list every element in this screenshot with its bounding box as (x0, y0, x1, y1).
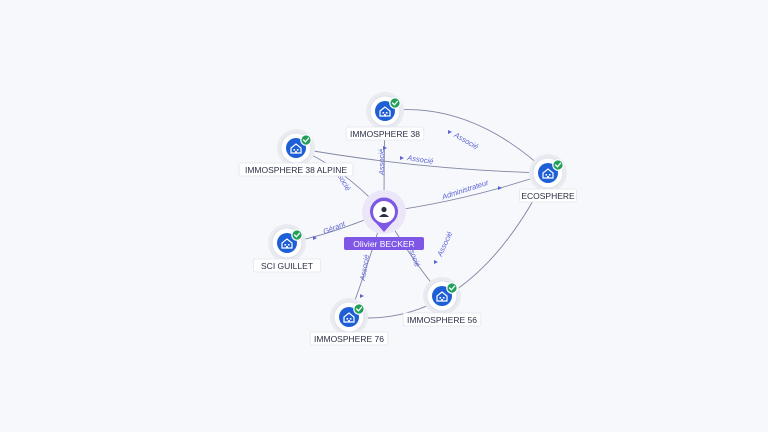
edge-immosphere38-ecosphere: Associé (384, 109, 549, 174)
node-label: IMMOSPHERE 38 ALPINE (245, 165, 347, 175)
node-label: IMMOSPHERE 56 (407, 315, 477, 325)
company-node-ecosphere[interactable]: ECOSPHERE (519, 154, 577, 203)
edge-line (295, 147, 549, 174)
center-label-bg (344, 237, 424, 250)
company-node-immosphere38[interactable]: IMMOSPHERE 38 (345, 92, 425, 141)
edge-line (384, 109, 549, 174)
edge-arrow-icon (448, 130, 452, 134)
node-label: SCI GUILLET (261, 261, 313, 271)
edge-label: Administrateur (440, 178, 490, 202)
building-icon (343, 312, 355, 323)
company-node-immosphere76[interactable]: IMMOSPHERE 76 (309, 298, 389, 346)
node-label-bg (309, 331, 389, 346)
verified-check-icon (353, 303, 365, 315)
edge-arrow-icon (360, 294, 364, 298)
company-node-immosphere38alpine[interactable]: IMMOSPHERE 38 ALPINE (238, 129, 354, 177)
edge-label: Associé (452, 130, 480, 151)
edge-arrow-icon (383, 146, 387, 150)
verified-check-icon (552, 159, 564, 171)
edge-immosphere38alpine-ecosphere: Associé (295, 147, 549, 174)
building-icon (379, 106, 391, 117)
node-label-bg (252, 258, 321, 273)
node-label-bg (402, 312, 482, 327)
edge-label: Associé (358, 254, 372, 282)
node-label: IMMOSPHERE 38 (350, 129, 420, 139)
edge-label: Associé (377, 149, 386, 176)
building-icon (281, 238, 293, 249)
building-icon (542, 168, 554, 179)
node-label-bg (519, 188, 577, 203)
edge-arrow-icon (434, 260, 438, 264)
verified-check-icon (291, 229, 303, 241)
nodes-layer: IMMOSPHERE 38 IMMOSPHERE 38 ALPINE ECOSPHE… (238, 92, 577, 346)
building-icon (290, 143, 302, 154)
company-node-immosphere56[interactable]: IMMOSPHERE 56 (402, 277, 482, 327)
verified-check-icon (389, 97, 401, 109)
edge-label: Associé (406, 153, 434, 166)
node-label-bg (345, 126, 425, 141)
edge-arrow-icon (498, 186, 502, 190)
verified-check-icon (446, 282, 458, 294)
center-person-name: Olivier BECKER (353, 239, 414, 249)
edge-label: Associé (435, 230, 455, 259)
edge-label: Gérant (322, 219, 347, 236)
building-icon (436, 291, 448, 302)
verified-check-icon (300, 134, 312, 146)
person-icon (379, 206, 389, 217)
company-node-sciguillet[interactable]: SCI GUILLET (252, 224, 321, 273)
edge-line (348, 172, 549, 319)
node-label: ECOSPHERE (521, 191, 575, 201)
node-label-bg (238, 162, 354, 177)
edge-arrow-icon (313, 236, 317, 240)
center-person-node[interactable]: Olivier BECKER (344, 190, 424, 250)
edge-arrow-icon (400, 156, 404, 160)
node-label: IMMOSPHERE 76 (314, 334, 384, 344)
